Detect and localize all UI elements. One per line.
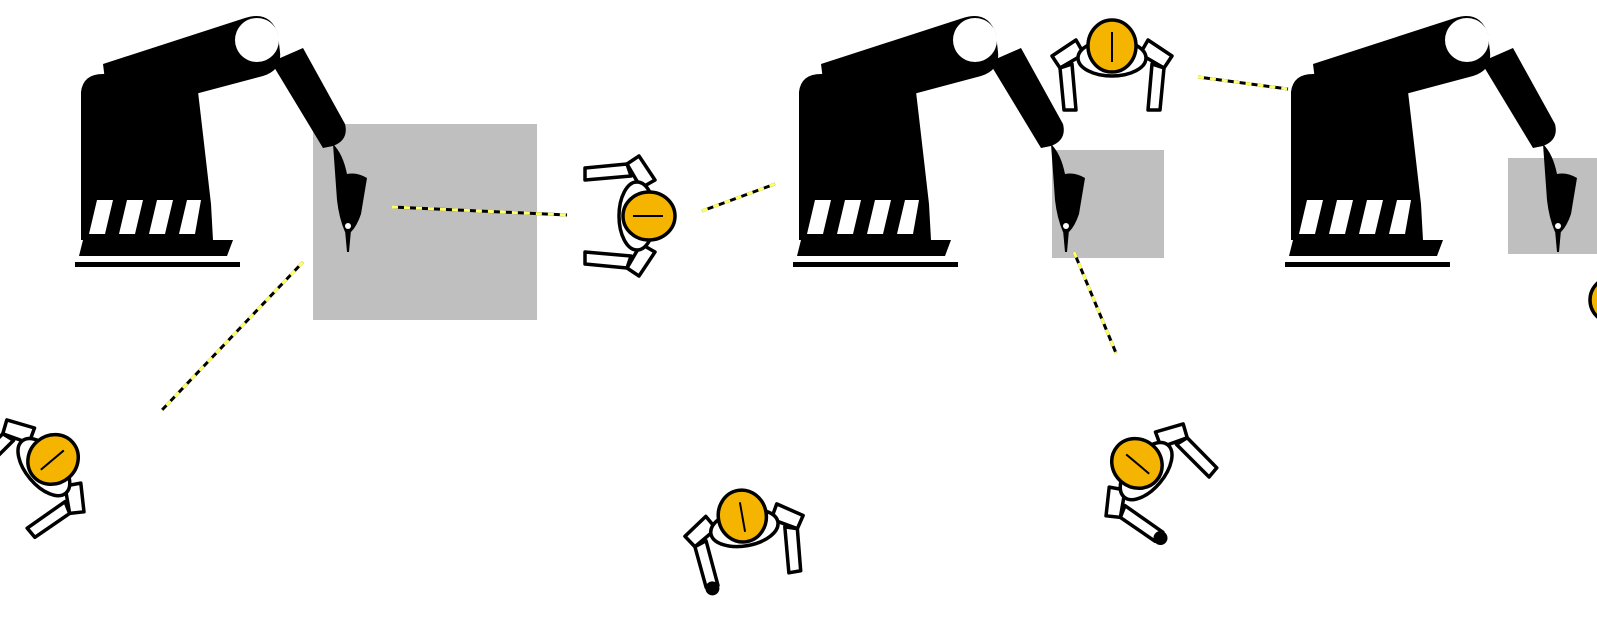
link-zone2-worker4 [1074, 252, 1116, 353]
worker-5 [679, 480, 814, 598]
link-worker3-robot3 [1198, 77, 1288, 89]
worker-3 [1052, 20, 1172, 110]
link-worker2-robot2 [702, 184, 775, 211]
robot-arm-2 [793, 16, 1085, 267]
worker-1 [0, 397, 112, 553]
link-zone1-worker1 [162, 262, 303, 410]
worker-2 [585, 156, 675, 276]
worker-6 [1590, 240, 1597, 360]
worker-4 [1078, 401, 1231, 557]
